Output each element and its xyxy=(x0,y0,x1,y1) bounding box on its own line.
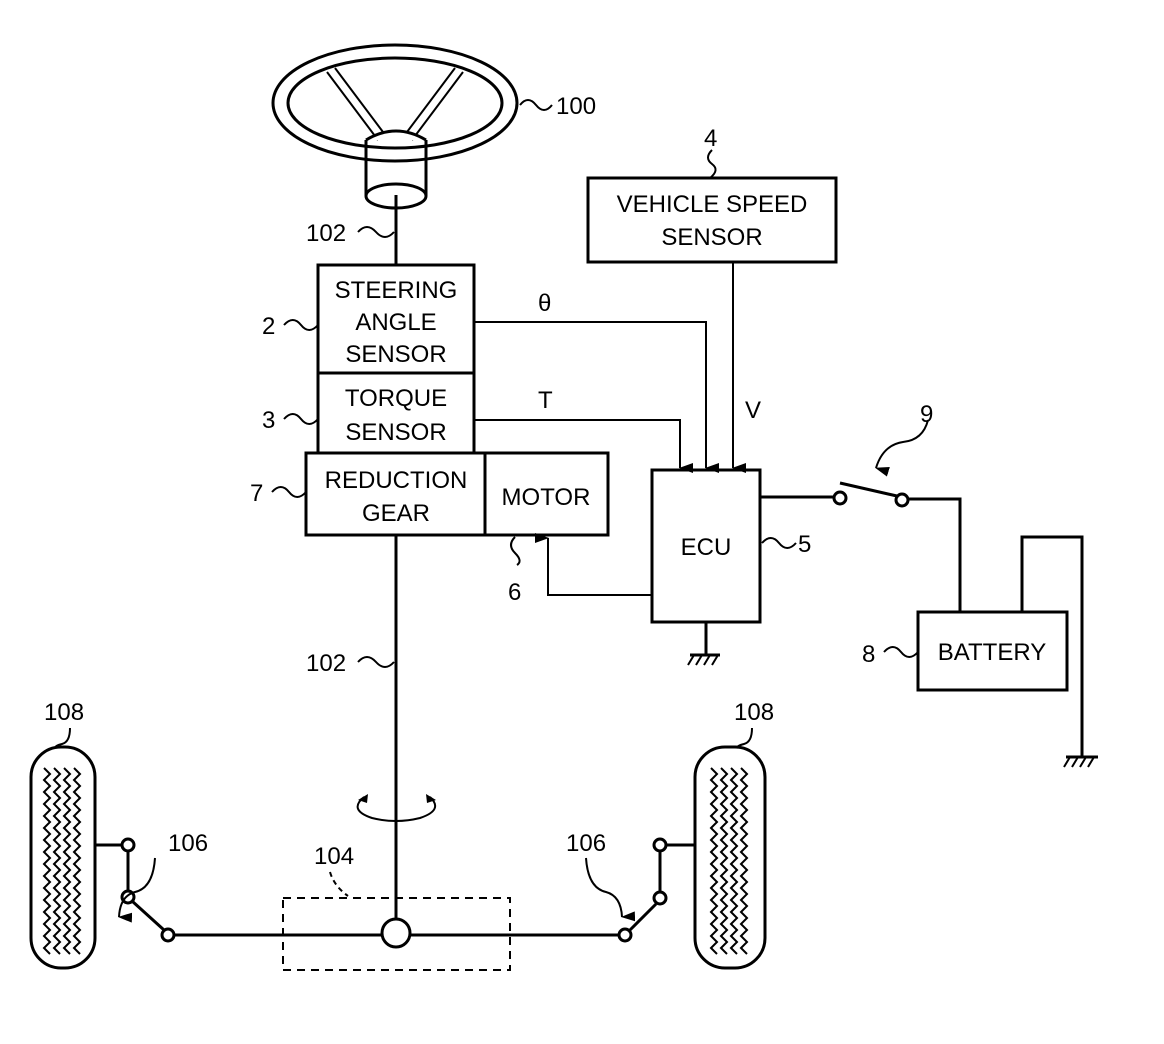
right-wheel xyxy=(693,745,767,970)
battery-label: BATTERY xyxy=(938,639,1046,666)
ref-104: 104 xyxy=(314,843,354,870)
left-tie-rod-linkage xyxy=(95,837,695,943)
steering-angle-sensor-label-3: SENSOR xyxy=(345,341,446,368)
left-wheel xyxy=(29,745,97,970)
ref-108-left: 108 xyxy=(44,699,84,726)
speed-label: V xyxy=(745,397,761,424)
ref-5: 5 xyxy=(798,531,811,558)
vehicle-speed-sensor-block xyxy=(586,176,838,264)
steering-angle-sensor-label-1: STEERING xyxy=(335,277,458,304)
steering-angle-sensor-label-2: ANGLE xyxy=(355,309,436,336)
ref-102-upper: 102 xyxy=(306,220,346,247)
switch-terminal-left xyxy=(832,490,848,506)
theta-label: θ xyxy=(538,290,551,317)
ref-6: 6 xyxy=(508,579,521,606)
torque-sensor-label-2: SENSOR xyxy=(345,419,446,446)
ref-108-right: 108 xyxy=(734,699,774,726)
motor-label: MOTOR xyxy=(502,484,591,511)
ref-8: 8 xyxy=(862,641,875,668)
ref-106-left: 106 xyxy=(168,830,208,857)
pinion xyxy=(380,917,412,949)
torque-label: T xyxy=(538,387,553,414)
ref-7: 7 xyxy=(250,480,263,507)
vehicle-speed-sensor-label-2: SENSOR xyxy=(661,224,762,251)
steering-wheel xyxy=(271,43,519,210)
ecu-label: ECU xyxy=(681,534,732,561)
switch-blade xyxy=(839,481,898,498)
rotation-arrow-icon xyxy=(356,796,437,822)
reduction-gear-label-1: REDUCTION xyxy=(325,467,468,494)
ref-9: 9 xyxy=(920,401,933,428)
torque-sensor-label-1: TORQUE xyxy=(345,385,447,412)
reduction-gear-label-2: GEAR xyxy=(362,500,430,527)
ref-100: 100 xyxy=(556,93,596,120)
ref-2: 2 xyxy=(262,313,275,340)
ref-4: 4 xyxy=(704,125,717,152)
ref-3: 3 xyxy=(262,407,275,434)
battery-ground-icon xyxy=(1063,755,1098,768)
vehicle-speed-sensor-label-1: VEHICLE SPEED xyxy=(617,191,808,218)
switch-terminal-right xyxy=(894,492,910,508)
battery-block xyxy=(916,610,1069,692)
theta-signal-line xyxy=(474,321,719,473)
ref-102-lower: 102 xyxy=(306,650,346,677)
ref-106-right: 106 xyxy=(566,830,606,857)
torque-signal-line xyxy=(474,419,693,473)
ecu-ground-icon xyxy=(687,653,720,666)
motor-drive-line xyxy=(535,533,652,596)
